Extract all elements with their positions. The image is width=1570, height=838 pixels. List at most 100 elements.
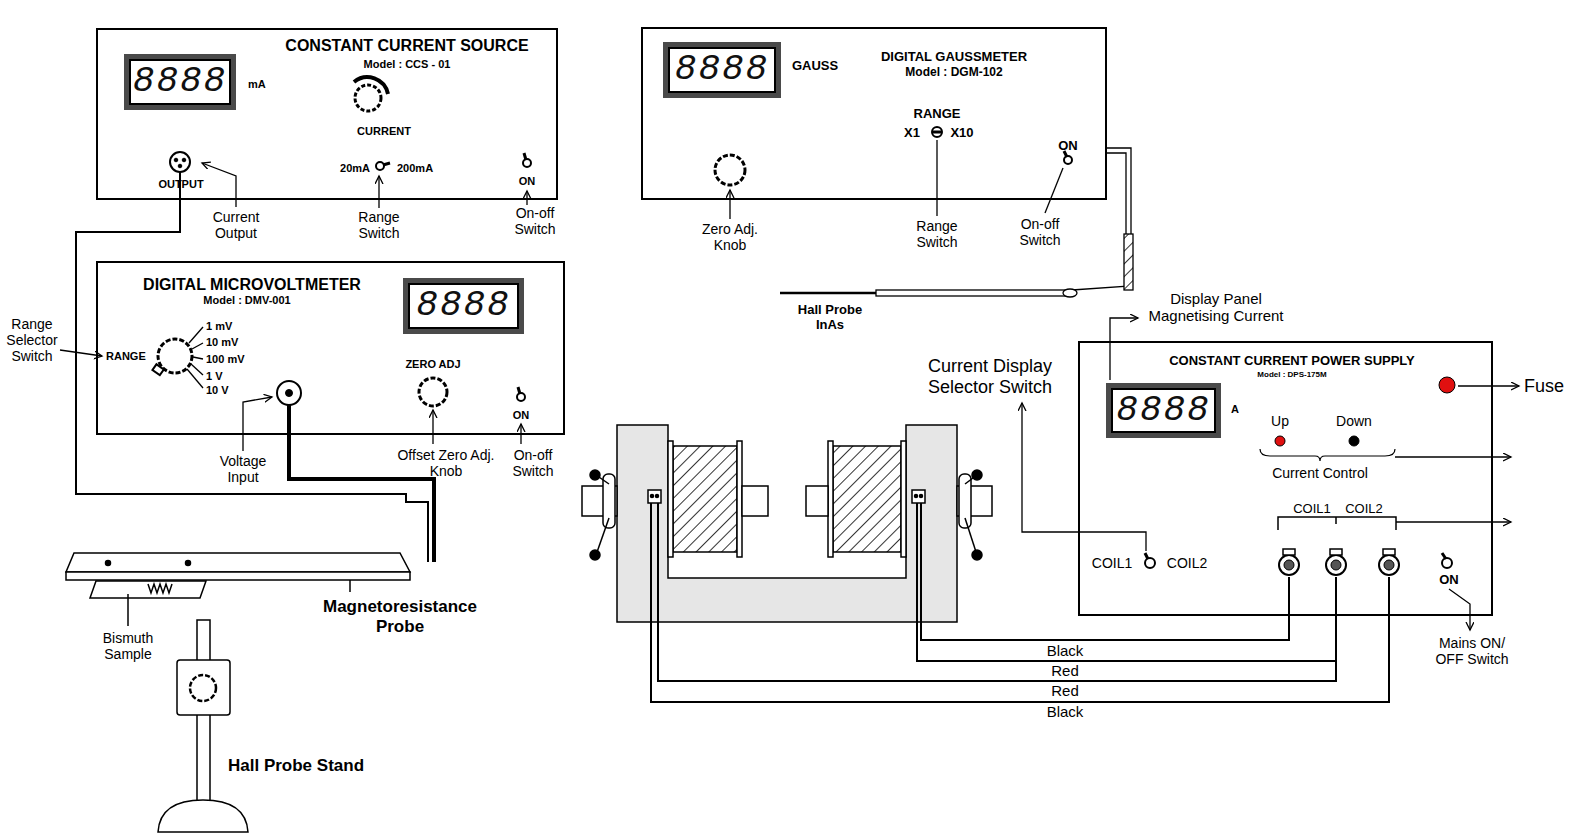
magnetoresistance-probe [106,561,111,566]
power-supply-controls [1349,436,1359,446]
leader-line [378,176,379,208]
leader-line [936,140,937,216]
ccs-controls [174,158,178,162]
leader-line [1395,456,1511,457]
signal-wire [76,172,428,562]
dmv-controls [193,357,203,359]
signal-wire [76,172,434,562]
callout-label: Black [1047,703,1084,720]
power-supply-controls [1331,560,1341,570]
instrument-panel: CONSTANT CURRENT SOURCEModel : CCS - 018… [96,28,558,200]
leader-line [432,410,433,444]
signal-wire [289,405,434,562]
dmv-controls [152,327,525,406]
electromagnet [590,550,600,560]
coil-wire [651,503,1389,702]
dmv-controls [518,387,520,394]
electromagnet [972,470,982,480]
callout-label: Down [1336,413,1372,429]
model-number: Model : DGM-102 [905,66,1002,79]
dmv-controls [189,327,203,343]
digital-display: 8888 [1106,383,1221,438]
hall-probe [1124,234,1133,290]
electromagnet [596,518,609,555]
callout-label: Mains ON/ OFF Switch [1427,635,1517,667]
callout-label: Current Control [1272,465,1368,481]
callout-label: COIL1 [1092,555,1132,571]
coil-wire [651,503,1389,702]
dmv-controls [152,364,163,375]
power-supply-controls [1145,553,1148,559]
probe-stand [177,660,230,715]
dmv-controls [419,378,447,406]
leader-line [729,190,730,219]
probe-stand [158,620,248,832]
digital-display: 8888 [663,42,781,98]
leader-line [1110,318,1138,380]
callout-label: X10 [950,126,973,141]
ccs-controls [524,153,526,160]
electromagnet [668,441,673,557]
leader-line [526,191,527,205]
callout-label: Magnetoresistance Probe [300,597,500,636]
power-supply-controls [1278,517,1396,530]
coil-wire [921,503,1289,640]
gaussmeter-controls [715,127,1072,185]
power-supply-controls [1330,549,1342,555]
magnetoresistance-probe [127,594,129,626]
callout-label: Up [1271,413,1289,429]
panel-title: DIGITAL MICROVOLTMETER [143,276,361,294]
callout-label: Display Panel Magnetising Current [1136,290,1296,325]
magnetoresistance-probe [66,572,410,580]
electromagnet [617,425,957,622]
coil-wire [917,503,1336,661]
display-digits: 8888 [133,64,227,100]
power-supply-controls [1383,549,1395,555]
callout-label: 1 V [206,370,223,383]
leader-line [1045,168,1063,213]
power-supply-controls [1145,558,1155,568]
digital-display: 8888 [124,54,236,110]
callout-label: 200mA [397,162,433,175]
callout-label: COIL1 [1293,502,1331,517]
electromagnet [901,441,906,557]
callout-label: Offset Zero Adj. Knob [391,447,501,479]
dmv-controls [192,343,203,349]
ccs-controls [523,159,531,167]
magnetoresistance-probe [186,561,191,566]
power-supply-controls [1260,449,1395,461]
callout-label: RANGE [106,350,146,363]
ccs-controls [170,152,190,172]
power-supply-controls [1275,436,1285,446]
display-digits: 8888 [416,288,510,324]
power-supply-controls [1384,560,1394,570]
callout-label: CURRENT [357,125,411,138]
power-supply-controls [1279,555,1299,575]
callout-label: 10 V [206,384,229,397]
ccs-controls [383,163,390,165]
callout-label: Current Display Selector Switch [915,356,1065,397]
ccs-controls [376,162,384,170]
callout-label: COIL2 [1167,555,1207,571]
electromagnet [651,495,654,498]
gaussmeter-controls [715,155,745,185]
leader-line [730,140,1063,219]
callout-label: A [1231,403,1239,416]
ccs-controls [178,164,182,168]
ccs-controls [354,77,388,94]
dmv-controls [286,390,293,397]
probe-stand [158,800,248,832]
callout-label: Hall Probe InAs [790,303,870,333]
electromagnet [648,490,661,503]
electromagnet [673,446,737,552]
hall-probe [876,290,1070,296]
callout-label: Current Output [201,209,271,241]
leader-line [1458,385,1519,386]
power-supply-controls [1283,549,1295,555]
hall-probe [1072,148,1131,290]
ccs-controls [182,158,186,162]
display-digits: 8888 [1116,393,1210,429]
callout-label: 100 mV [206,353,245,366]
